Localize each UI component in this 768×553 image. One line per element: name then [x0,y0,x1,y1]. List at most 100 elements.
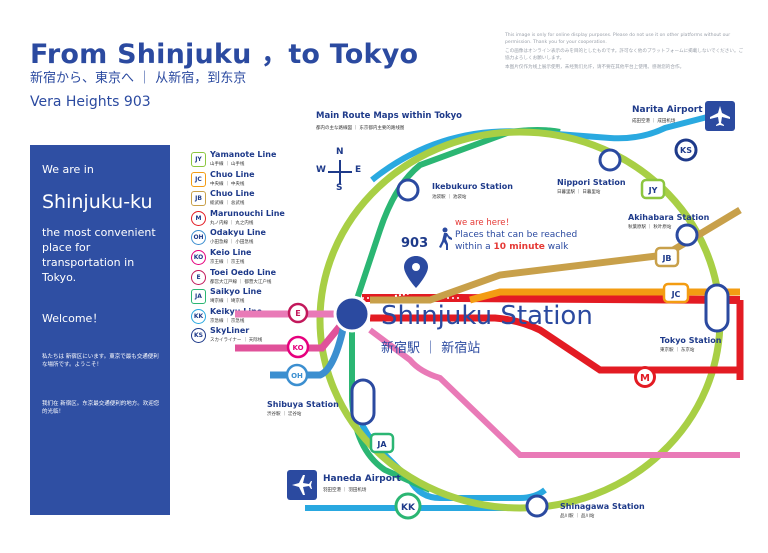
legend-line-name: Chuo Line [210,169,255,179]
shibuya-label: Shibuya Station [267,400,339,409]
page-title: From Shinjuku ，to Tokyo [30,39,419,70]
badge-kk-text: KK [401,503,416,513]
shinagawa-sublabel: 品川駅 ｜ 品川站 [560,514,595,519]
compass-s: S [336,183,343,193]
building-number-label: 903 [401,236,429,251]
badge-ks: KS [674,138,698,162]
badge-m-text: M [640,373,650,384]
shinagawa-label: Shinagawa Station [560,502,645,511]
legend-badge: KS [191,328,206,344]
legend-line-name: Chuo Line [210,189,255,199]
narita-label: Narita Airport [632,105,703,115]
shibuya-sublabel: 渋谷駅 ｜ 涩谷站 [267,412,302,417]
disclaimer-cn: 本图片仅作为线上展示使用，未经我们允许，请不要在其他平台上使用。感谢您的合作。 [505,65,685,70]
nippori-label: Nippori Station [557,178,626,187]
legend-badge: M [191,210,206,226]
legend-badge: JY [191,152,206,167]
badge-jy: JY [640,178,666,200]
nippori-sublabel: 日暮里駅 ｜ 日暮里站 [557,190,601,195]
reach-pre: within a [455,242,494,252]
nippori-station-node[interactable] [598,148,622,172]
page-subtitle: 新宿から、東京へ ｜ 从新宿，到东京 [30,71,247,86]
legend-line-name: Marunouchi Line [210,208,285,218]
badge-jy-text: JY [648,186,658,195]
info-panel: We are in Shinjuku-ku the most convenien… [30,145,170,515]
tokyo-station-node[interactable] [704,283,730,333]
legend-line-name: Saikyo Line [210,287,262,297]
we-are-here-label: we are here！ [455,218,514,228]
location-pin-icon [404,256,428,288]
legend-badge: JB [191,191,206,207]
legend-badge: OH [191,230,206,246]
legend-line-sub: 埼京線 ｜ 埼京线 [210,299,245,305]
badge-e-text: E [295,309,300,318]
panel-welcome: Welcome！ [42,312,104,325]
disclaimer-en: This image is only for online display pu… [505,33,731,45]
compass-n: N [336,147,344,157]
legend-line-sub: 京王線 ｜ 京王线 [210,260,245,265]
badge-ks-text: KS [680,146,692,155]
badge-ja-text: JA [376,440,387,449]
location-pin-hole [412,263,420,271]
walking-person-icon [439,227,452,250]
badge-m: M [634,366,656,388]
ikebukuro-station-node[interactable] [396,178,420,202]
badge-jc: JC [662,282,690,304]
legend-line-name: Toei Oedo Line [210,267,277,277]
panel-cn-text: 我们在 新宿区。东京最交通便利的地方。欢迎您的光临！ [42,401,160,415]
tokyo-sublabel: 東京駅 ｜ 东京站 [660,348,695,353]
odakyu-line [270,319,349,379]
legend-badge: JA [191,289,206,305]
map-title: Main Route Maps within Tokyo [316,111,462,121]
panel-description: the most convenient place for transporta… [42,226,156,284]
legend-line-sub: 山手線 ｜ 山手线 [210,162,245,167]
ikebukuro-sublabel: 池袋駅 ｜ 池袋站 [432,195,467,200]
legend-line-sub: 小田急線 ｜ 小田急线 [210,240,254,246]
legend-badge: JC [191,171,206,187]
shinjuku-station-node[interactable] [333,295,371,333]
haneda-sublabel: 羽田空港 ｜ 羽田机场 [323,488,367,493]
akihabara-sublabel: 秋葉原駅 ｜ 秋叶原站 [628,225,672,230]
disclaimer: This image is only for online display pu… [505,32,745,73]
reach-text-line2: within a 10 minute walk [455,242,568,252]
tokyo-label: Tokyo Station [660,336,722,345]
marunouchi-line-south [370,314,740,374]
haneda-label: Haneda Airport [323,474,401,484]
legend-badge: KK [191,308,206,324]
legend-badge: KO [191,250,206,265]
narita-plane-icon [710,106,730,126]
shinjuku-station-label: Shinjuku Station [381,301,593,331]
badge-ko: KO [286,335,310,359]
walk-path-dotted [394,279,456,297]
reach-text-line1: Places that can be reached [455,230,578,240]
badge-oh-text: OH [291,372,303,380]
badge-ko-text: KO [292,344,303,352]
haneda-plane-icon [292,475,312,495]
shibuya-station-node[interactable] [350,378,376,426]
badge-jb: JB [654,246,680,268]
reach-bold: 10 minute [493,242,545,252]
akihabara-station-node[interactable] [675,223,699,247]
map-subtitle: 都内の主な路線図 ｜ 东京都内主要的路线图 [316,126,405,131]
badge-jb-text: JB [661,254,671,263]
shinagawa-station-node[interactable] [525,494,549,518]
reach-post: walk [544,242,569,252]
pink-southeast-line [368,327,740,458]
badge-ja: JA [369,432,395,454]
shinjuku-station-sublabel: 新宿駅 ｜ 新宿站 [381,341,481,356]
narita-sublabel: 成田空港 ｜ 成田机场 [632,119,676,124]
panel-jp-text: 私たちは 新宿区にいます。東京で最も交通便利な場所です。ようこそ！ [42,354,159,368]
legend-line-name: Yamanote Line [210,150,277,159]
legend-line-sub: 中央線 ｜ 中央线 [210,181,245,187]
building-name: Vera Heights 903 [30,94,151,110]
legend-line-name: SkyLiner [210,326,250,336]
keio-line [235,317,348,352]
ikebukuro-label: Ikebukuro Station [432,182,513,191]
outer-cyan-line [370,112,716,183]
panel-we-are-in: We are in [42,163,94,176]
compass-w: W [316,165,326,175]
legend-line-sub: 総武線 ｜ 总武线 [210,201,245,207]
badge-e: E [287,302,309,324]
legend-line-sub: スカイライナー ｜ 天际线 [210,338,263,344]
